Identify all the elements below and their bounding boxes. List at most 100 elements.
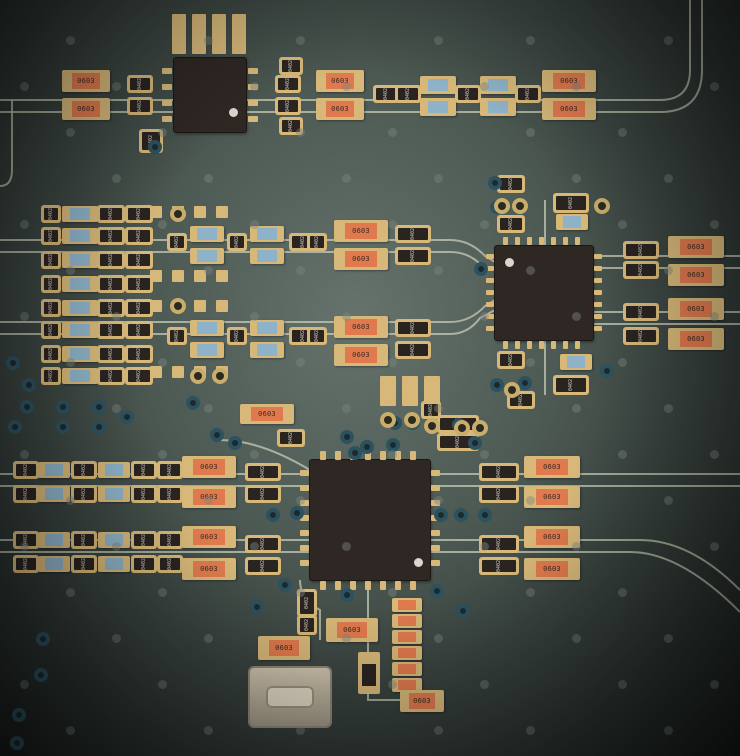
via-hole	[664, 404, 673, 413]
via-hole	[158, 358, 167, 367]
capacitor: 0603	[334, 248, 388, 270]
via-hole	[434, 36, 443, 45]
via	[478, 508, 492, 522]
pad	[162, 84, 172, 90]
via	[488, 176, 502, 190]
via-hole	[342, 174, 351, 183]
via-hole	[434, 634, 443, 643]
via-hole	[388, 128, 397, 137]
via-hole	[526, 358, 535, 367]
capacitor	[392, 598, 422, 612]
capacitor-label: 0603	[535, 561, 569, 577]
via	[190, 368, 206, 384]
capacitor	[62, 300, 98, 316]
resistor-label: 0402	[409, 343, 416, 357]
via	[34, 668, 48, 682]
pad	[515, 237, 520, 245]
resistor-label: 0402	[464, 87, 471, 101]
capacitor: 0603	[62, 98, 110, 120]
pad	[380, 451, 386, 460]
capacitor	[98, 556, 130, 572]
resistor: 0402	[100, 348, 122, 360]
pad	[300, 560, 309, 566]
via-hole	[20, 542, 29, 551]
via-hole	[66, 128, 75, 137]
capacitor-label: 0603	[193, 561, 225, 577]
resistor-label: 0402	[409, 321, 416, 335]
pad	[527, 341, 532, 349]
resistor: 0402	[44, 302, 58, 314]
via-hole	[480, 450, 489, 459]
pad	[194, 206, 206, 218]
pin1-marker	[505, 258, 514, 267]
via-hole	[250, 82, 259, 91]
resistor-label: 0402	[135, 301, 142, 315]
resistor-label: 0402	[80, 533, 87, 547]
via	[454, 420, 470, 436]
via-hole	[342, 542, 351, 551]
pad	[300, 470, 309, 476]
capacitor-label: 0603	[553, 101, 585, 117]
resistor: 0402	[626, 264, 656, 276]
resistor: 0402	[518, 88, 538, 100]
resistor: 0402	[44, 230, 58, 242]
resistor: 0402	[100, 278, 122, 290]
capacitor-label	[257, 250, 277, 262]
pad	[431, 560, 440, 566]
resistor-label: 0402	[259, 487, 266, 501]
capacitor-label: 0603	[72, 73, 100, 89]
resistor: 0402	[134, 534, 154, 546]
resistor-label: 0402	[47, 323, 54, 337]
via-hole	[388, 450, 397, 459]
resistor: 0402	[128, 370, 150, 382]
capacitor-label: 0603	[535, 459, 569, 475]
capacitor-label: 0603	[72, 101, 100, 117]
resistor: 0402	[556, 378, 586, 392]
resistor: 0402	[248, 488, 278, 500]
capacitor	[190, 226, 224, 242]
resistor-label: 0402	[135, 253, 142, 267]
resistor: 0402	[44, 254, 58, 266]
capacitor: 0603	[316, 98, 364, 120]
capacitor-label	[44, 558, 64, 570]
ic-top	[174, 58, 246, 132]
pad	[194, 300, 206, 312]
capacitor: 0603	[542, 98, 596, 120]
resistor-label: 0402	[22, 557, 29, 571]
capacitor-label	[427, 100, 449, 114]
resistor-label: 0402	[299, 329, 306, 343]
via-hole	[66, 36, 75, 45]
resistor: 0402	[16, 464, 36, 476]
pad	[594, 302, 602, 307]
via-hole	[342, 312, 351, 321]
resistor: 0402	[134, 488, 154, 500]
via-hole	[112, 174, 121, 183]
resistor-label: 0402	[507, 177, 514, 191]
capacitor: 0603	[668, 328, 724, 350]
capacitor: 0603	[542, 70, 596, 92]
capacitor-label	[257, 228, 277, 240]
via-hole	[618, 220, 627, 229]
resistor-label: 0402	[233, 329, 240, 343]
capacitor	[420, 76, 456, 94]
via-hole	[66, 358, 75, 367]
via-hole	[296, 588, 305, 597]
capacitor-label: 0603	[193, 529, 225, 545]
resistor: 0402	[44, 278, 58, 290]
capacitor-label	[197, 250, 217, 262]
capacitor: 0603	[240, 404, 294, 424]
resistor-label: 0402	[567, 196, 574, 210]
capacitor-label: 0603	[679, 331, 713, 347]
resistor-label: 0402	[47, 369, 54, 383]
via	[266, 508, 280, 522]
resistor-label: 0402	[284, 99, 291, 113]
resistor-label: 0402	[313, 235, 320, 249]
resistor-label: 0402	[136, 99, 143, 113]
capacitor-label	[69, 324, 91, 336]
resistor-label: 0402	[409, 249, 416, 263]
resistor: 0402	[130, 100, 150, 112]
resistor-label: 0402	[140, 463, 147, 477]
pad	[486, 302, 494, 307]
resistor: 0402	[160, 558, 180, 570]
